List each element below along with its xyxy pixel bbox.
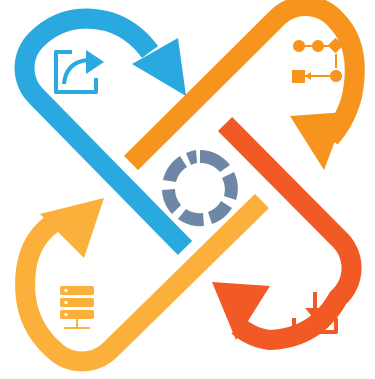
dark-orange-arrowhead [212,282,270,340]
orange-arrowhead [290,112,346,170]
download-tray-icon [292,292,338,334]
yellow-arrowhead [40,198,104,258]
share-export-icon [54,50,104,94]
circular-cycle-icon [158,146,242,230]
yellow-loop [15,193,270,372]
blue-arrowhead [132,38,186,96]
orange-loop [123,0,365,171]
dark-orange-loop [212,116,362,350]
blue-loop [14,8,193,256]
server-stack-icon [60,286,94,329]
workflow-diagram-icon [292,37,344,83]
